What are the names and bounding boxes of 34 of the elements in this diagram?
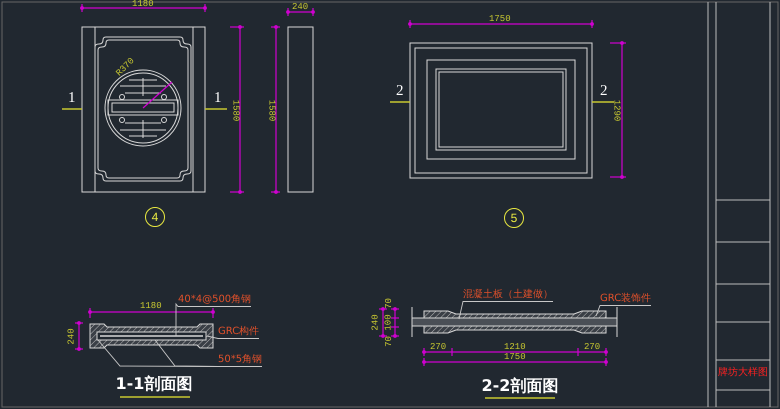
drawing-title: 牌坊大样图 [718,368,768,378]
leader-line [596,305,652,316]
leader-line [154,340,262,367]
dimension-text: 240 [68,328,77,344]
dimension-text: 270 [430,342,446,352]
note-text: GRC装饰件 [600,294,652,304]
dimension-text: 1580 [266,99,276,121]
section-number: 2 [396,84,404,98]
section-number: 1 [214,90,222,106]
view-number: 5 [504,208,524,228]
section-number: 2 [600,84,608,98]
dimension-text: 70 [384,336,394,346]
dimension-text: 1580 [230,99,240,121]
dimension-text: 1290 [611,99,620,121]
section-number: 1 [68,90,76,106]
dimension-text: 1180 [140,302,162,310]
leader-line [176,302,252,336]
view-number: 4 [145,207,165,227]
dimension-text: 100 [384,314,394,330]
section-title: 2-2剖面图 [482,378,558,394]
dimension-text: 1210 [504,342,526,352]
leader-line [206,336,260,339]
dimension-text: 270 [584,342,600,352]
leader-line [458,301,554,320]
note-text: 40*4@500角钢 [178,295,252,305]
dimension-text: 70 [384,298,394,308]
note-text: 混凝土板（土建做） [463,290,553,300]
dimension-text: 240 [292,2,308,12]
section-title: 1-1剖面图 [116,376,192,392]
dimension-text: 240 [372,314,381,330]
dimension-text: 1750 [489,14,511,24]
dimension-text: 1750 [504,352,526,362]
note-text: GRC构件 [218,327,260,337]
note-text: 50*5角钢 [218,355,262,365]
